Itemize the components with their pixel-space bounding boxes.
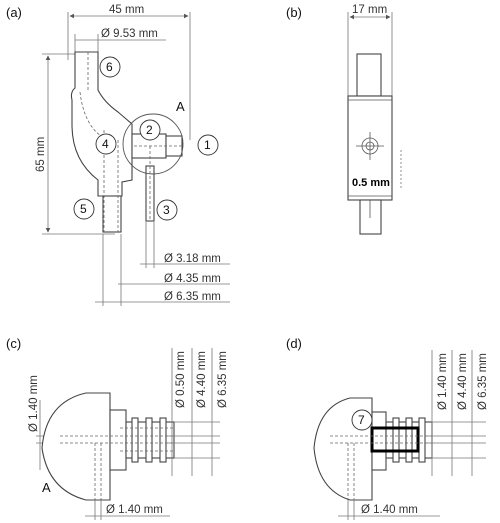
callout-4-label: 4 xyxy=(102,137,109,151)
callout-2-label: 2 xyxy=(146,123,153,137)
panel-b: (b) 17 mm 0.5 mm xyxy=(286,4,402,235)
dim-width-45 xyxy=(67,12,191,140)
hidden-lines-d xyxy=(330,435,432,500)
callout-6-label: 6 xyxy=(106,60,113,74)
detail-circle-a xyxy=(122,113,184,175)
callout-5-label: 5 xyxy=(80,202,87,216)
callout-7 xyxy=(351,409,373,431)
dim-width-label: 45 mm xyxy=(109,4,144,16)
panel-d: (d) 7 Ø 1.40 mm Ø 4.40 mm xyxy=(286,336,489,520)
callout-3-label: 3 xyxy=(163,203,170,217)
callout-7-label: 7 xyxy=(358,413,365,427)
dim-bottom-c-label: Ø 1.40 mm xyxy=(106,504,163,516)
callout-6 xyxy=(99,56,121,78)
dim-d-v2-label: Ø 4.40 mm xyxy=(457,353,469,410)
dim-d3-label: Ø 6.35 mm xyxy=(164,291,221,303)
dim-right-c xyxy=(166,348,220,476)
dim-bottom-c xyxy=(85,500,170,520)
panel-b-label: (b) xyxy=(286,5,302,20)
panel-a: (a) 45 mm Ø 9.53 mm 65 mm xyxy=(6,4,230,306)
callout-4 xyxy=(95,133,117,155)
panel-a-label: (a) xyxy=(6,5,22,20)
dim-d-v3-label: Ø 6.35 mm xyxy=(477,353,489,410)
callout-5 xyxy=(73,198,95,220)
dim-d2-label: Ø 4.35 mm xyxy=(164,273,221,285)
callout-3 xyxy=(156,199,178,221)
dim-bottom-dias xyxy=(95,222,230,306)
callout-1 xyxy=(197,134,219,156)
dim-width-17 xyxy=(347,12,393,96)
hidden-lines-c xyxy=(60,427,174,500)
dim-top-dia-label: Ø 9.53 mm xyxy=(101,28,158,40)
dim-height-label: 65 mm xyxy=(35,137,47,172)
hole-marker-b xyxy=(356,132,384,160)
dim-top-dia xyxy=(74,34,166,52)
part-body-c xyxy=(41,392,175,501)
panel-c: (c) Ø 1.40 mm xyxy=(6,336,229,520)
detail-label-c: A xyxy=(42,480,51,495)
dim-bottom-d-label: Ø 1.40 mm xyxy=(361,504,418,516)
dim-hole-label: 0.5 mm xyxy=(352,177,390,189)
callout-2 xyxy=(139,119,161,141)
dim-c-v1-label: Ø 0.50 mm xyxy=(175,351,187,408)
body-b-details xyxy=(348,99,392,218)
dim-d1-label: Ø 3.18 mm xyxy=(164,253,221,265)
dim-c-v3-label: Ø 6.35 mm xyxy=(217,351,229,408)
dim-right-d xyxy=(426,350,486,476)
callout-1-label: 1 xyxy=(204,138,211,152)
dim-width-17-label: 17 mm xyxy=(352,4,387,16)
dim-d-v1-label: Ø 1.40 mm xyxy=(437,353,449,410)
dim-bottom-d xyxy=(338,500,440,520)
dim-left-c-label: Ø 1.40 mm xyxy=(28,375,40,432)
callouts-a xyxy=(73,56,219,221)
panel-d-label: (d) xyxy=(286,336,302,351)
panel-c-label: (c) xyxy=(6,336,21,351)
insert-tube-d xyxy=(370,426,420,453)
detail-label-a: A xyxy=(176,99,185,114)
dim-c-v2-label: Ø 4.40 mm xyxy=(196,351,208,408)
